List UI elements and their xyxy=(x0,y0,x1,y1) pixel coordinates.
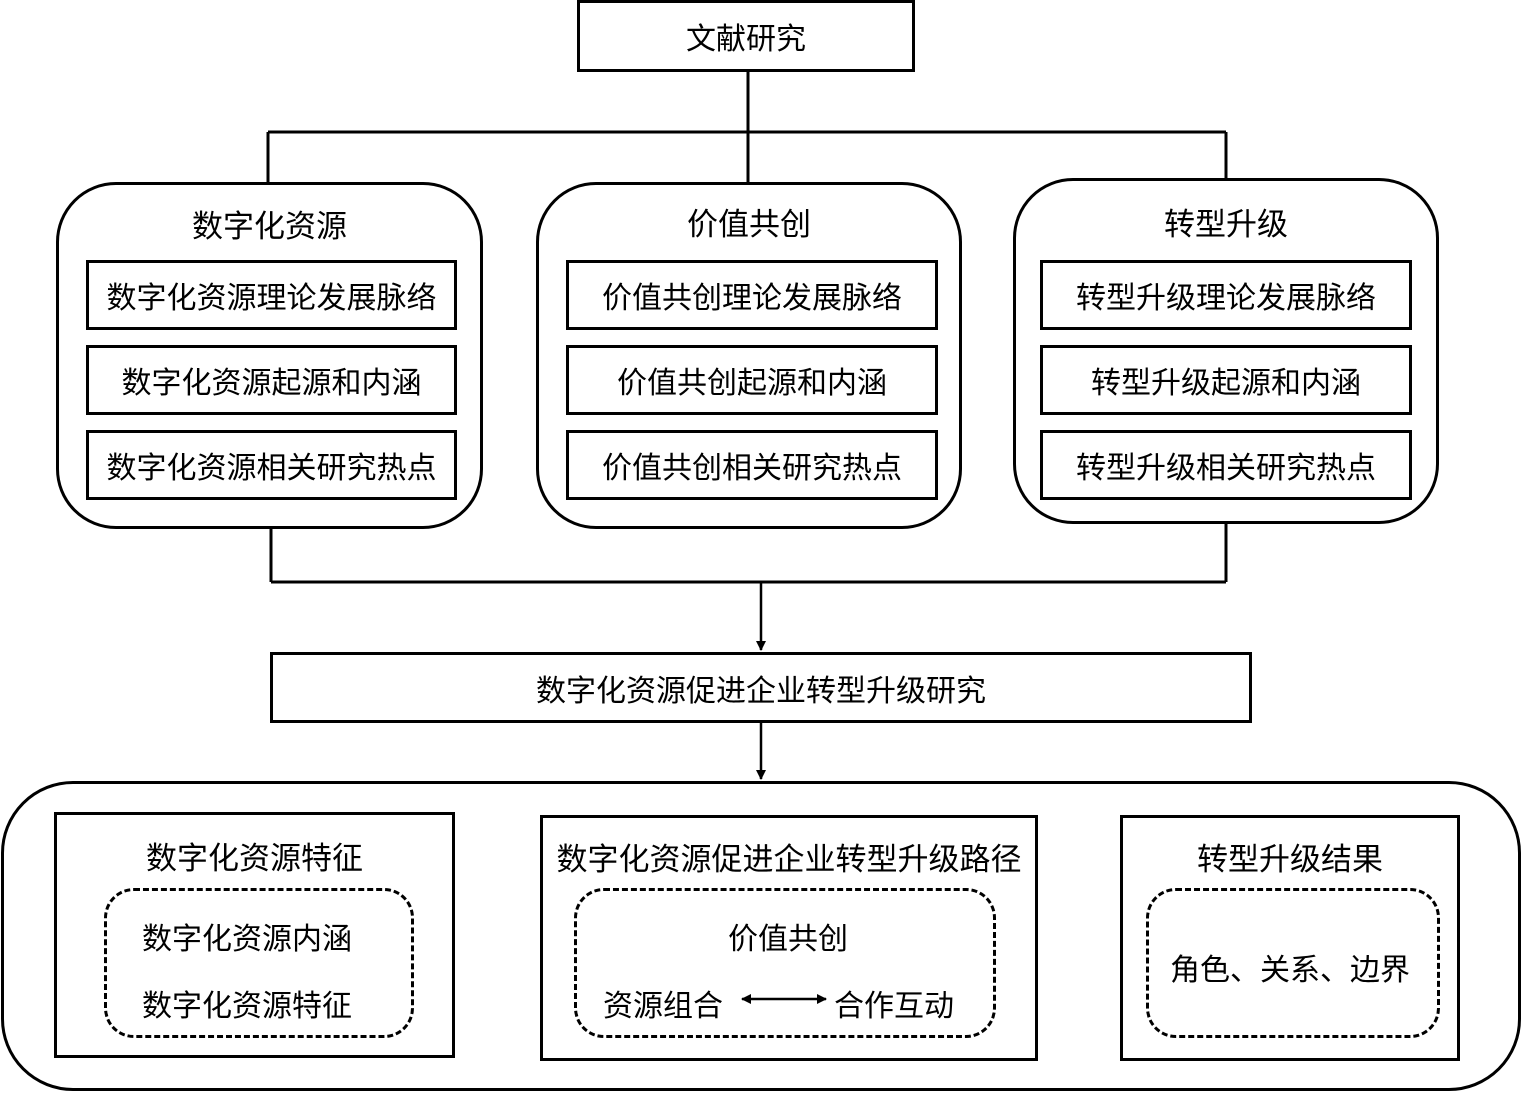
group-title: 价值共创 xyxy=(687,207,811,243)
path-dashed-box xyxy=(574,888,996,1038)
group-item: 数字化资源理论发展脉络 xyxy=(86,260,457,330)
value-cocreation-label: 价值共创 xyxy=(728,922,848,957)
group-item: 转型升级相关研究热点 xyxy=(1040,430,1412,500)
feature-item: 数字化资源特征 xyxy=(142,989,352,1024)
group-item: 转型升级起源和内涵 xyxy=(1040,345,1412,415)
path-title: 数字化资源促进企业转型升级路径 xyxy=(556,842,1022,878)
group-item-label: 转型升级理论发展脉络 xyxy=(1076,281,1376,316)
literature-research-box: 文献研究 xyxy=(577,0,915,72)
group-item-label: 价值共创起源和内涵 xyxy=(617,366,887,401)
literature-research-label: 文献研究 xyxy=(686,22,806,57)
group-item: 数字化资源相关研究热点 xyxy=(86,430,457,500)
group-item: 转型升级理论发展脉络 xyxy=(1040,260,1412,330)
group-title: 数字化资源 xyxy=(192,209,347,245)
group-item: 价值共创理论发展脉络 xyxy=(566,260,938,330)
group-item-label: 价值共创理论发展脉络 xyxy=(602,281,902,316)
features-dashed-box xyxy=(104,888,414,1038)
main-research-box: 数字化资源促进企业转型升级研究 xyxy=(270,652,1252,723)
group-title: 转型升级 xyxy=(1164,207,1288,243)
group-item-label: 转型升级相关研究热点 xyxy=(1076,451,1376,486)
group-item-label: 转型升级起源和内涵 xyxy=(1091,366,1361,401)
cooperation-interaction-label: 合作互动 xyxy=(834,989,954,1024)
features-title: 数字化资源特征 xyxy=(146,841,363,877)
group-item-label: 数字化资源起源和内涵 xyxy=(121,366,422,401)
group-item-label: 数字化资源理论发展脉络 xyxy=(106,281,437,316)
feature-item: 数字化资源内涵 xyxy=(142,922,352,957)
results-title: 转型升级结果 xyxy=(1197,842,1383,878)
group-item-label: 价值共创相关研究热点 xyxy=(602,451,902,486)
group-item: 价值共创相关研究热点 xyxy=(566,430,938,500)
main-research-label: 数字化资源促进企业转型升级研究 xyxy=(536,673,986,709)
group-item-label: 数字化资源相关研究热点 xyxy=(106,451,437,486)
results-dashed-box xyxy=(1146,888,1440,1038)
group-item: 价值共创起源和内涵 xyxy=(566,345,938,415)
results-item: 角色、关系、边界 xyxy=(1170,953,1410,988)
group-item: 数字化资源起源和内涵 xyxy=(86,345,457,415)
resource-combination-label: 资源组合 xyxy=(603,989,723,1024)
